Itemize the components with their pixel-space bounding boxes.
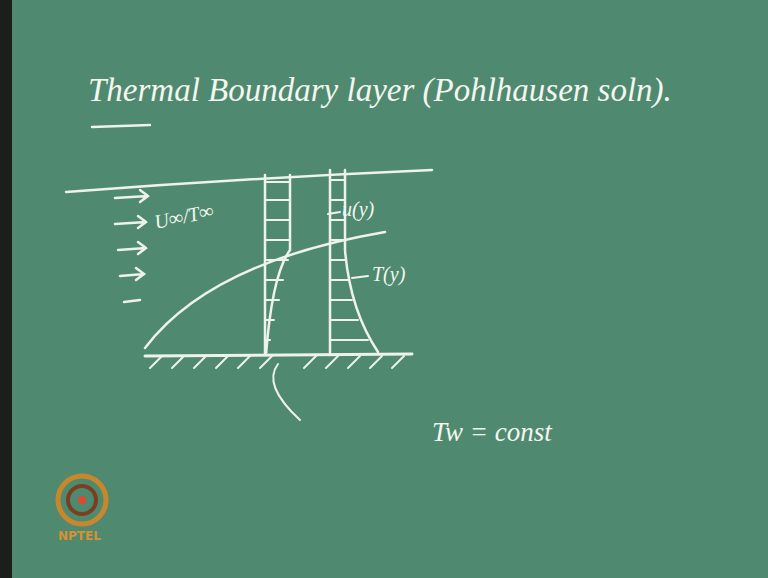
velocity-profile (266, 175, 290, 355)
underline (92, 125, 150, 127)
temperature-label: T(y) (372, 263, 405, 285)
leader-line (328, 212, 340, 214)
watermark: NPTEL (58, 530, 101, 543)
nptel-logo (58, 476, 106, 524)
profile-axis (264, 175, 267, 355)
profile-ticks (265, 182, 290, 340)
underline (66, 170, 432, 192)
temperature-profile (345, 170, 378, 352)
chalk-drawing (66, 125, 432, 420)
title: Thermal Boundary layer (Pohlhausen soln)… (88, 72, 672, 108)
flat-plate (145, 354, 412, 356)
board-edge (0, 0, 12, 578)
profile-axis (329, 170, 332, 355)
wall-condition: Tw = const (432, 418, 552, 448)
leader-line (273, 364, 300, 420)
free-stream-arrows (115, 190, 148, 302)
velocity-label: u(y) (342, 198, 374, 220)
leader-line (352, 276, 368, 278)
